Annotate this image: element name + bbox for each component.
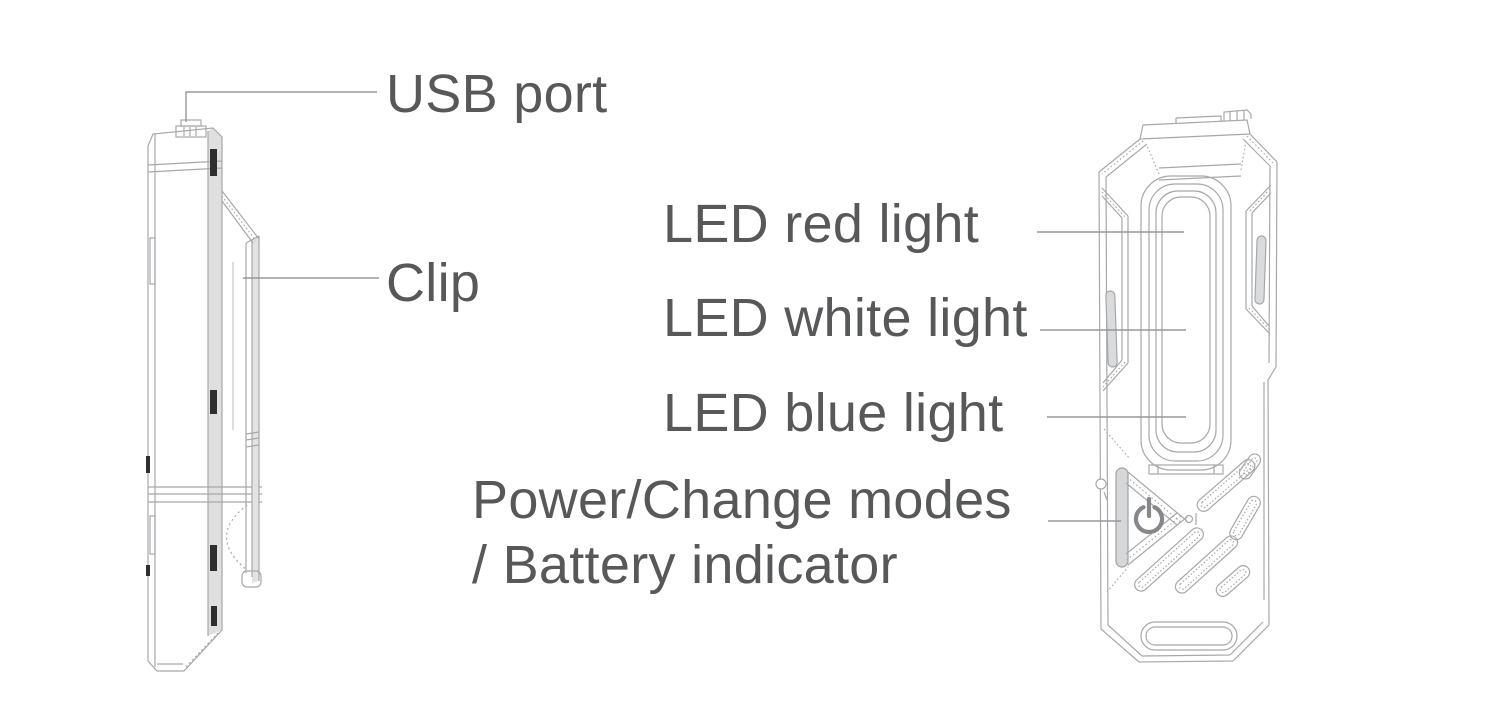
front-top-cap	[1139, 119, 1251, 140]
led-blue-light-label: LED blue light	[663, 383, 1004, 443]
led-lens	[1140, 175, 1232, 475]
bottom-slot	[1140, 621, 1238, 651]
clip-drawing	[221, 190, 262, 588]
usb-port-label: USB port	[386, 64, 608, 124]
front-chamfer-right	[1242, 133, 1278, 167]
side-left-slot-lower	[149, 515, 156, 555]
side-left-slot-upper	[149, 237, 156, 285]
side-cap-lines	[147, 160, 223, 173]
vent-grille	[1134, 453, 1262, 597]
side-bottom-chamfer-dots	[185, 632, 219, 668]
front-edge-notch	[1095, 478, 1107, 490]
side-body-outline	[147, 127, 223, 672]
battery-indicator-label: / Battery indicator	[472, 535, 898, 595]
front-chamfer-left	[1098, 138, 1148, 178]
front-view-drawing	[1095, 109, 1278, 663]
front-right-wing	[1245, 184, 1272, 335]
led-white-light-label: LED white light	[663, 288, 1028, 348]
front-left-wing	[1101, 187, 1129, 392]
power-icon	[1133, 496, 1165, 535]
clip-spring-arc	[225, 504, 248, 571]
side-body-edge-shade	[208, 128, 222, 636]
front-usb-nub	[1223, 109, 1252, 121]
side-section-lines	[148, 486, 262, 503]
leader-lines	[185, 91, 1186, 522]
power-modes-label: Power/Change modes	[472, 470, 1012, 530]
front-face-top-bar	[1158, 163, 1242, 181]
led-red-light-label: LED red light	[663, 194, 980, 254]
usb-port-leader-line	[185, 91, 377, 122]
side-view-drawing	[146, 119, 262, 672]
usb-port-nub	[175, 119, 207, 138]
front-left-edge	[1098, 171, 1109, 630]
front-right-edge	[1263, 161, 1278, 626]
front-bottom-edge	[1100, 621, 1270, 663]
power-button	[1115, 467, 1197, 568]
front-top-lip	[1175, 115, 1222, 123]
clip-label: Clip	[386, 253, 481, 313]
side-dark-marks	[146, 149, 217, 626]
front-creases	[1103, 428, 1131, 593]
